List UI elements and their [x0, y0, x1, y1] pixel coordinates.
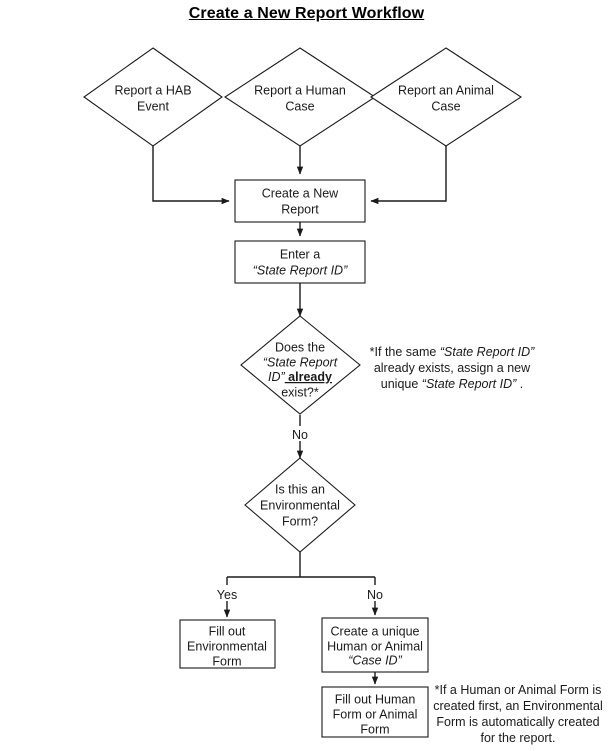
node-label-line: Environmental: [260, 498, 340, 512]
node-label-line: Form: [360, 722, 389, 736]
node-report-hab-event[interactable]: Report a HAB Event: [83, 47, 223, 147]
node-is-environmental-form[interactable]: Is this an Environmental Form?: [244, 457, 356, 553]
node-label-line: Create a unique: [331, 624, 420, 638]
note-line-4: for the report.: [480, 731, 555, 745]
connector-animal-to-create-report: [370, 145, 447, 205]
node-label-line: Create a New: [262, 186, 339, 200]
node-label-line: Human or Animal: [327, 639, 423, 653]
node-label-line: “State Report: [263, 355, 338, 369]
edge-label-environmental-no: No: [367, 588, 383, 602]
page-title: Create a New Report Workflow: [188, 5, 425, 22]
node-report-animal-case[interactable]: Report an Animal Case: [369, 47, 523, 147]
node-label-line: Form or Animal: [333, 707, 418, 721]
node-label-line: Event: [137, 99, 169, 113]
node-label-line: exist?*: [281, 385, 319, 399]
node-label-line: Form: [212, 654, 241, 668]
node-label-line: Form?: [282, 514, 318, 528]
edge-label-environmental-yes: Yes: [217, 588, 237, 602]
connector-hab-to-create-report: [152, 145, 230, 205]
node-label-line: Report a Human: [254, 83, 346, 97]
note-line-3: unique “State Report ID” .: [381, 377, 523, 391]
node-label-line: Fill out Human: [335, 692, 416, 706]
node-label-line: Report a HAB: [114, 83, 191, 97]
edge-label-exists-no: No: [292, 428, 308, 442]
node-does-state-report-id-exist[interactable]: Does the “State Report ID” already exist…: [240, 315, 361, 415]
note-auto-environmental-form: *If a Human or Animal Form is created fi…: [433, 683, 603, 745]
node-fill-out-environmental-form[interactable]: Fill out Environmental Form: [179, 619, 276, 669]
node-label-line: Fill out: [209, 624, 246, 638]
connector-environmental-split-bus: [227, 552, 375, 578]
node-label-line: Case: [285, 99, 314, 113]
node-label-line: Enter a: [280, 247, 320, 261]
note-duplicate-state-report-id: *If the same “State Report ID” already e…: [370, 345, 536, 391]
node-label-line: Case: [431, 99, 460, 113]
note-line-1: *If the same “State Report ID”: [370, 345, 536, 359]
node-label-line: “Case ID”: [348, 653, 402, 667]
node-label-line: Is this an: [275, 482, 325, 496]
node-label-line: Does the: [275, 340, 325, 354]
node-label-line: Report: [281, 202, 319, 216]
note-line-1: *If a Human or Animal Form is: [435, 683, 602, 697]
node-label-line: Report an Animal: [398, 83, 494, 97]
node-report-human-case[interactable]: Report a Human Case: [223, 47, 377, 147]
node-create-unique-case-id[interactable]: Create a unique Human or Animal “Case ID…: [321, 617, 429, 673]
node-create-new-report[interactable]: Create a New Report: [234, 179, 366, 223]
note-line-2: already exists, assign a new: [374, 361, 531, 375]
node-label-line: Environmental: [187, 639, 267, 653]
node-fill-out-human-or-animal-form[interactable]: Fill out Human Form or Animal Form: [321, 686, 429, 738]
node-label-line: “State Report ID”: [253, 263, 348, 277]
note-line-3: Form is automatically created: [436, 715, 599, 729]
node-enter-state-report-id[interactable]: Enter a “State Report ID”: [234, 240, 366, 284]
node-label-line-already: ID” already: [268, 370, 332, 384]
note-line-2: created first, an Environmental: [433, 699, 603, 713]
